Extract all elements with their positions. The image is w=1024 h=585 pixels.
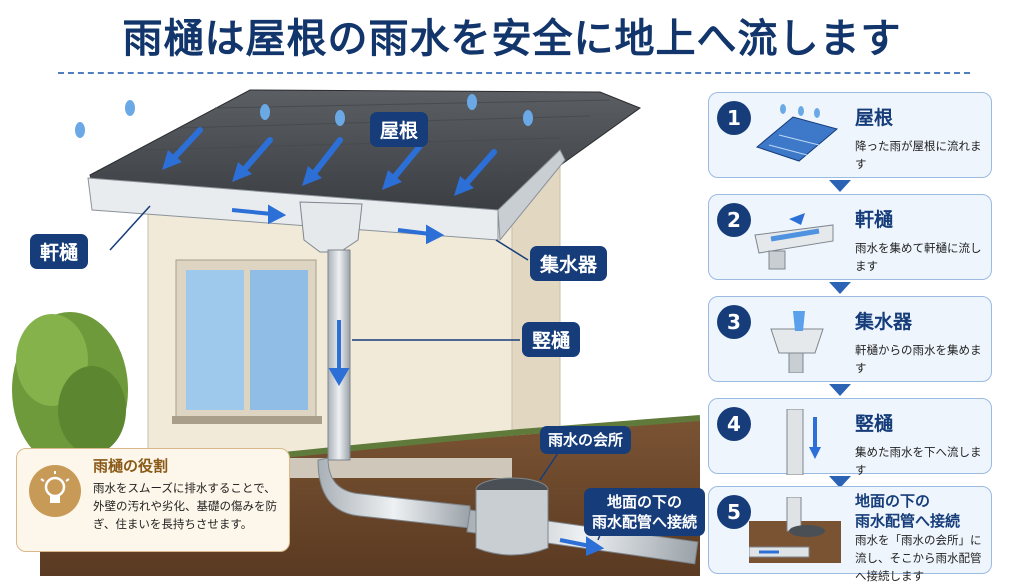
step-arrow-icon: [829, 476, 851, 488]
raindrops: [75, 94, 533, 138]
step-desc: 降った雨が屋根に流れます: [855, 139, 982, 171]
step-card-5: 5 地面の下の 雨水配管へ接続 雨水を「雨水の会所」に流し、そこから雨水配管へ接…: [708, 486, 992, 583]
step-arrow-icon: [829, 282, 851, 294]
step-title: 地面の下の 雨水配管へ接続: [855, 492, 961, 530]
pipe-connection-icon: [749, 497, 841, 563]
step-card-1: 1 屋根 降った雨が屋根に流れます: [708, 92, 992, 178]
step-number: 1: [717, 101, 751, 135]
step-number: 4: [717, 407, 751, 441]
roof-flow-arrows: [169, 127, 497, 189]
label-catch-basin: 雨水の会所: [540, 426, 632, 454]
step-card-4: 4 竪樋 集めた雨水を下へ流します: [708, 398, 992, 477]
gutter-icon: [754, 213, 834, 270]
step-desc: 軒樋からの雨水を集めます: [855, 343, 982, 375]
role-title: 雨樋の役割: [93, 457, 169, 475]
step-number: 2: [717, 203, 751, 237]
lightbulb-icon: [29, 465, 81, 517]
label-roof: 屋根: [370, 112, 429, 147]
step-arrow-icon: [829, 180, 851, 192]
page-title: 雨樋は屋根の雨水を安全に地上へ流します: [122, 16, 902, 62]
gutter-flow-arrows: [231, 204, 605, 556]
step-title: 屋根: [855, 107, 894, 129]
step-number: 3: [717, 305, 751, 339]
step-desc: 雨水を「雨水の会所」に流し、そこから雨水配管へ接続します: [855, 533, 982, 583]
step-title: 軒樋: [855, 209, 894, 231]
step-title: 竪樋: [855, 413, 894, 435]
role-text: 雨水をスムーズに排水することで、外壁の汚れや劣化、基礎の傷みを防ぎ、住まいを長持…: [93, 481, 277, 531]
downspout-icon: [786, 409, 821, 475]
step-card-2: 2 軒樋 雨水を集めて軒樋に流します: [708, 194, 992, 280]
step-desc: 雨水を集めて軒樋に流します: [855, 241, 982, 273]
label-underground-pipe: 地面の下の 雨水配管へ接続: [584, 488, 706, 536]
collector-icon: [770, 311, 824, 373]
window: [172, 259, 322, 424]
label-downspout: 竪樋: [522, 322, 581, 357]
step-desc: 集めた雨水を下へ流します: [855, 445, 982, 477]
step-title: 集水器: [855, 311, 913, 333]
label-leader-lines: [109, 205, 607, 541]
roof-icon: [755, 104, 839, 162]
title-divider: [58, 72, 970, 74]
shrub: [12, 312, 128, 468]
catch-basin: [475, 477, 549, 556]
eaves-gutter: [87, 149, 566, 242]
step-arrow-icon: [829, 384, 851, 396]
step-card-3: 3 集水器 軒樋からの雨水を集めます: [708, 296, 992, 382]
label-collector: 集水器: [530, 246, 608, 281]
role-info-box: 雨樋の役割 雨水をスムーズに排水することで、外壁の汚れや劣化、基礎の傷みを防ぎ、…: [16, 448, 290, 552]
step-number: 5: [717, 495, 751, 529]
label-eaves-gutter: 軒樋: [30, 234, 89, 269]
